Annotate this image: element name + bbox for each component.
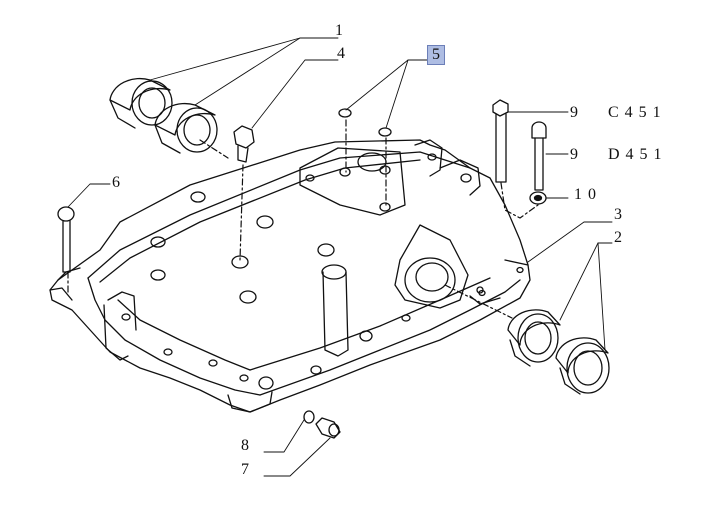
part-2-bushings — [507, 309, 610, 395]
part-1-bushings — [109, 77, 218, 154]
callout-5[interactable]: 5 — [427, 45, 445, 65]
bearing-bore — [394, 224, 469, 309]
part-5-o-rings — [338, 108, 392, 137]
part-10-washer — [529, 191, 547, 205]
callout-2: 2 — [614, 229, 622, 246]
callout-3: 3 — [614, 206, 622, 223]
callout-9-d451-code: D451 — [608, 146, 668, 163]
top-plate — [299, 147, 406, 216]
assembly-centerlines — [67, 119, 539, 319]
callout-9-c451-number: 9 — [570, 104, 578, 121]
part-9-studs — [492, 99, 547, 191]
callout-1: 1 — [335, 22, 343, 39]
part-7-8-plug — [303, 410, 341, 439]
housing-cover — [49, 139, 531, 413]
callout-8: 8 — [241, 437, 249, 454]
callout-9-c451-code: C451 — [608, 104, 667, 121]
callout-4: 4 — [337, 45, 345, 62]
callout-7: 7 — [241, 461, 249, 478]
housing-bosses — [150, 191, 484, 382]
leader-lines — [67, 37, 613, 477]
part-6-bolt — [57, 206, 75, 273]
callout-6: 6 — [112, 174, 120, 191]
part-4-bolt — [233, 125, 255, 163]
callout-9-d451-number: 9 — [570, 146, 578, 163]
callout-10: 10 — [574, 186, 602, 203]
